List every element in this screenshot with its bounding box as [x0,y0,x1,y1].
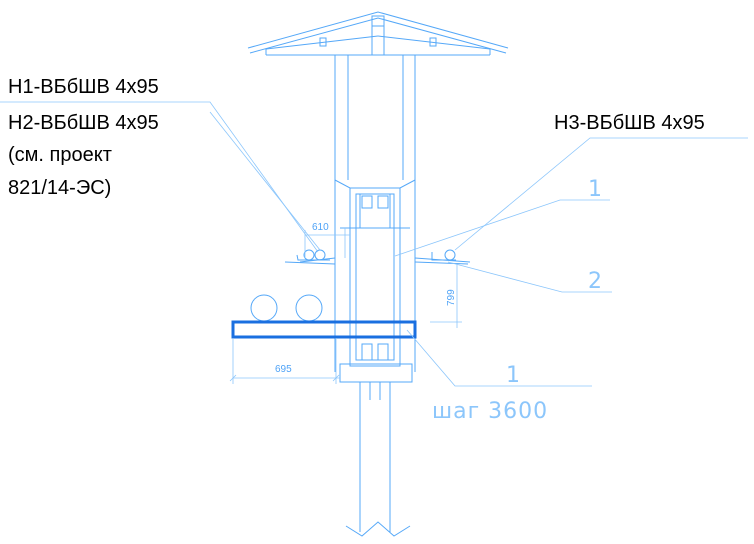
leader-lines [0,101,748,387]
marker-2: 2 [588,269,603,294]
reference-line-1: (см. проект [8,144,112,166]
cables-large [250,294,323,322]
marker-1-bottom: 1 [506,363,521,388]
support-column [334,55,416,537]
reference-line-2: 821/14-ЭС) [8,177,111,199]
dim-695-text: 695 [275,364,292,375]
marker-1-top: 1 [588,177,603,202]
dimension-799: 799 [430,264,462,328]
cable-label-n2: Н2-ВБбШВ 4х95 [8,112,159,134]
cable-label-n3: Н3-ВБбШВ 4х95 [554,112,705,134]
cables-small [296,249,456,261]
roof-canopy [247,11,509,56]
cable-label-n1: Н1-ВБбШВ 4х95 [8,76,159,98]
dimension-610: 610 [304,222,350,258]
highlighted-beam[interactable] [231,320,417,339]
step-label: шаг 3600 [432,399,548,424]
dim-799-text: 799 [446,289,457,306]
dimension-695: 695 [229,338,340,384]
dim-610-text: 610 [312,222,329,233]
